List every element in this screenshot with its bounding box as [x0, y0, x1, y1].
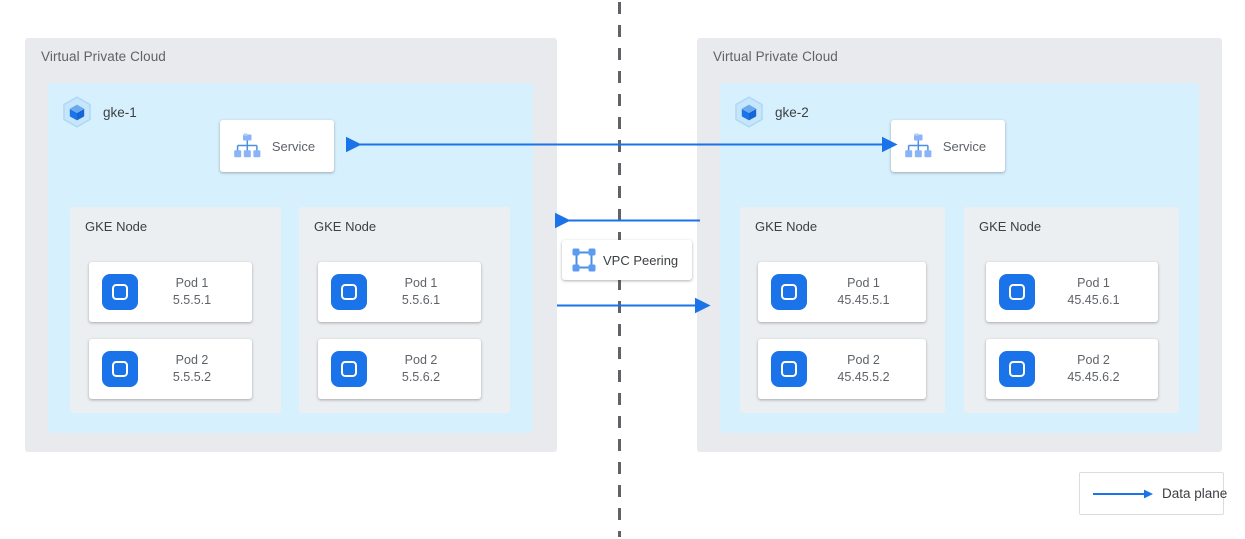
legend-label: Data plane: [1162, 486, 1228, 501]
service-label-gke-1: Service: [271, 138, 316, 154]
gke-cluster-icon: [60, 95, 94, 129]
cluster-gke-2-header: gke-2: [732, 95, 809, 129]
pod-name: Pod 1: [175, 276, 209, 291]
pod-card[interactable]: Pod 2 5.5.5.2: [89, 339, 252, 399]
pod-icon: [102, 351, 138, 387]
pod-icon: [999, 351, 1035, 387]
pod-icon: [771, 274, 807, 310]
pod-icon: [771, 351, 807, 387]
pod-ip: 45.45.5.2: [837, 370, 890, 384]
gke-cluster-icon: [732, 95, 766, 129]
service-card-gke-2[interactable]: Service: [891, 120, 1005, 172]
pod-ip: 5.5.6.2: [401, 370, 441, 384]
gke-node-right-2-title: GKE Node: [979, 219, 1042, 234]
gke-node-left-1-title: GKE Node: [85, 219, 148, 234]
pod-icon: [331, 351, 367, 387]
pod-name: Pod 2: [175, 353, 209, 368]
gke-node-right-1-title: GKE Node: [755, 219, 818, 234]
service-hierarchy-icon: [233, 132, 261, 160]
pod-name: Pod 2: [404, 353, 438, 368]
vpc-left-title: Virtual Private Cloud: [41, 49, 166, 64]
pod-card[interactable]: Pod 2 5.5.6.2: [318, 339, 481, 399]
vpc-peering-icon: [571, 247, 597, 273]
pod-ip: 45.45.6.2: [1067, 370, 1120, 384]
pod-name: Pod 1: [1077, 276, 1110, 291]
service-label-gke-2: Service: [942, 138, 987, 154]
pod-ip: 5.5.6.1: [401, 293, 441, 307]
pod-name: Pod 1: [847, 276, 880, 291]
pod-icon: [999, 274, 1035, 310]
vpc-peering-card[interactable]: VPC Peering: [562, 240, 692, 280]
pod-ip: 45.45.5.1: [837, 293, 890, 307]
pod-card[interactable]: Pod 1 45.45.6.1: [986, 262, 1158, 322]
pod-name: Pod 2: [847, 353, 880, 368]
pod-icon: [102, 274, 138, 310]
pod-ip: 45.45.6.1: [1067, 293, 1120, 307]
pod-card[interactable]: Pod 2 45.45.6.2: [986, 339, 1158, 399]
cluster-gke-1-header: gke-1: [60, 95, 137, 129]
vpc-peering-label: VPC Peering: [603, 252, 679, 268]
gke-node-left-2-title: GKE Node: [314, 219, 377, 234]
service-card-gke-1[interactable]: Service: [220, 120, 334, 172]
pod-card[interactable]: Pod 1 5.5.5.1: [89, 262, 252, 322]
pod-name: Pod 2: [1077, 353, 1110, 368]
pod-card[interactable]: Pod 2 45.45.5.2: [758, 339, 926, 399]
cluster-gke-2-name: gke-2: [775, 104, 809, 120]
service-hierarchy-icon: [904, 132, 932, 160]
pod-card[interactable]: Pod 1 5.5.6.1: [318, 262, 481, 322]
vpc-right-title: Virtual Private Cloud: [713, 49, 838, 64]
cluster-gke-1-name: gke-1: [103, 104, 137, 120]
pod-name: Pod 1: [404, 276, 438, 291]
pod-card[interactable]: Pod 1 45.45.5.1: [758, 262, 926, 322]
pod-ip: 5.5.5.2: [172, 370, 212, 384]
arrow-right-icon: [1092, 487, 1154, 501]
pod-ip: 5.5.5.1: [172, 293, 212, 307]
legend-data-plane: Data plane: [1079, 472, 1228, 515]
pod-icon: [331, 274, 367, 310]
